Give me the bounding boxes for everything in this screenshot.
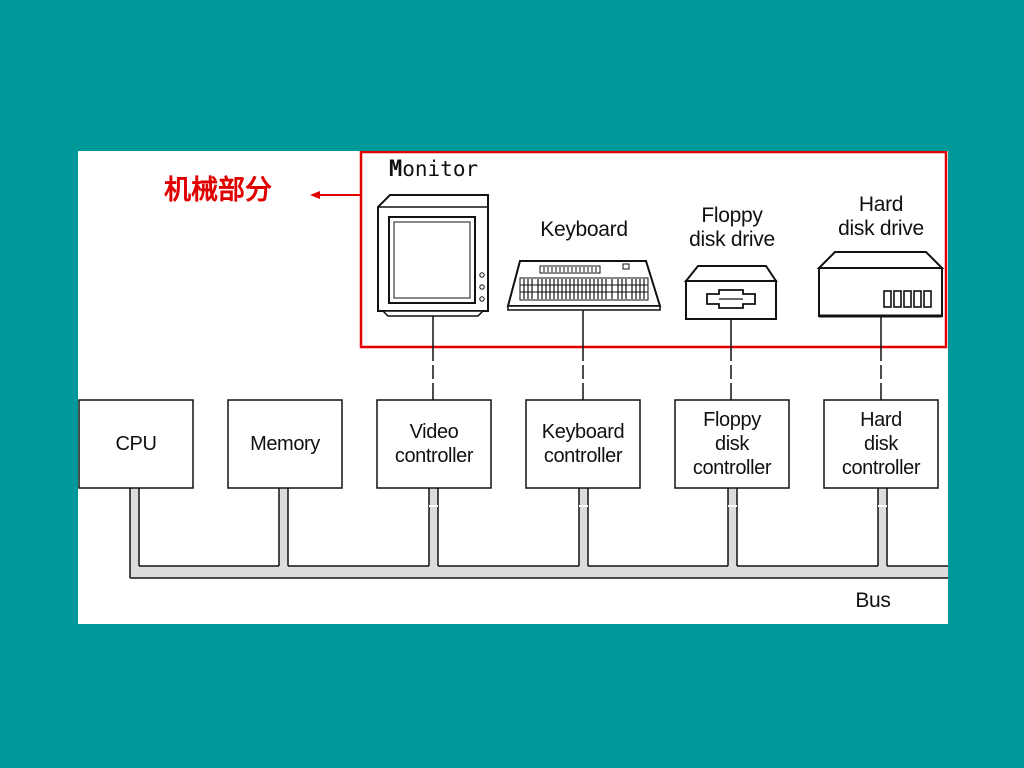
keyboard-controller-label-line1: Keyboard <box>541 421 625 443</box>
floppy-controller-label-line2: disk <box>715 433 749 455</box>
keyboard-device <box>506 260 662 311</box>
floppy-drive-label-line1: Floppy <box>701 204 763 227</box>
hard-drive-label: Hard disk drive <box>827 193 935 241</box>
floppy-controller-label: Floppy disk controller <box>675 400 789 488</box>
floppy-drive-device <box>683 265 778 320</box>
hard-controller-label-line1: Hard <box>860 409 902 431</box>
computer-architecture-diagram <box>78 151 948 579</box>
hard-controller-label-line3: controller <box>841 457 921 479</box>
memory-label-text: Memory <box>250 433 320 455</box>
floppy-controller-label-line3: controller <box>692 457 772 479</box>
video-controller-label: Video controller <box>377 400 491 488</box>
memory-box <box>227 399 343 489</box>
cpu-label-text: CPU <box>115 433 157 455</box>
annotation-arrowhead <box>310 191 320 199</box>
memory-label: Memory <box>228 400 342 488</box>
diagram-panel: 机械部分 Monitor Keyboard Floppy disk drive … <box>78 151 948 624</box>
system-bus <box>129 488 948 579</box>
bus-label: Bus <box>855 589 891 612</box>
floppy-drive-label: Floppy disk drive <box>678 204 786 252</box>
video-controller-label-line2: controller <box>394 445 474 467</box>
mechanical-parts-label: 机械部分 <box>164 175 272 206</box>
hard-drive-label-line2: disk drive <box>838 217 924 240</box>
hard-drive-label-line1: Hard <box>858 193 904 216</box>
cpu-label: CPU <box>79 400 193 488</box>
video-controller-box <box>376 399 492 489</box>
monitor-label: Monitor <box>389 157 478 182</box>
floppy-controller-label-line1: Floppy <box>703 409 761 431</box>
keyboard-controller-box <box>525 399 641 489</box>
monitor-label-rest: onitor <box>402 157 479 181</box>
mechanical-parts-frame <box>359 151 948 349</box>
hard-controller-box <box>823 399 939 489</box>
device-cables <box>432 310 882 400</box>
keyboard-label-text: Keyboard <box>540 218 628 241</box>
monitor-device <box>377 194 489 317</box>
cpu-box <box>78 399 194 489</box>
controller-boxes <box>78 399 939 489</box>
hard-controller-label: Hard disk controller <box>824 400 938 488</box>
monitor-label-initial: M <box>389 157 403 182</box>
keyboard-controller-label-line2: controller <box>543 445 623 467</box>
video-controller-label-line1: Video <box>409 421 459 443</box>
keyboard-label: Keyboard <box>530 218 638 242</box>
floppy-controller-box <box>674 399 790 489</box>
hard-controller-label-line2: disk <box>864 433 898 455</box>
floppy-drive-label-line2: disk drive <box>689 228 775 251</box>
keyboard-controller-label: Keyboard controller <box>526 400 640 488</box>
hard-drive-device <box>816 251 945 318</box>
